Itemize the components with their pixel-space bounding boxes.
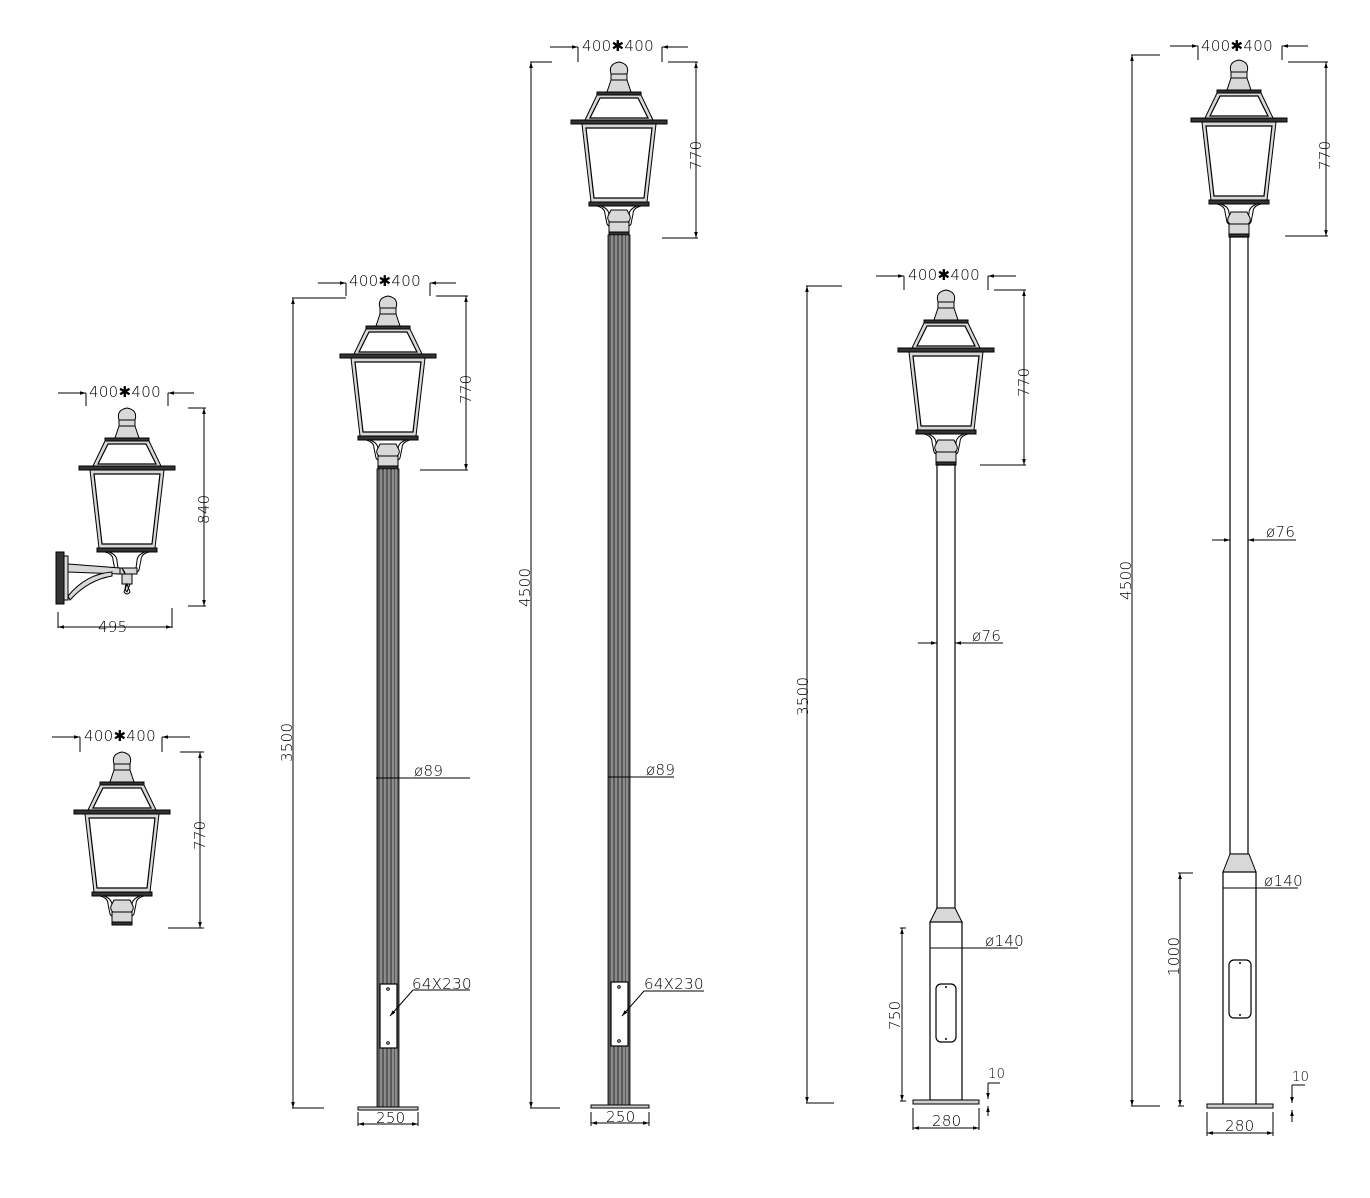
plain-4500-base-diameter-label: ø140 — [1264, 872, 1304, 890]
post-top-head-size-label: 400✱400 — [84, 727, 156, 745]
plain-3500-total-height-label: 3500 — [794, 676, 812, 716]
fluted-3500-door-size-label: 64X230 — [412, 975, 472, 993]
plain-3500-plate-thickness-label: 10 — [988, 1067, 1006, 1082]
wall-lamp-drawing — [55, 391, 206, 629]
plain-3500-base-section-height-label: 750 — [886, 1000, 904, 1030]
plain-4500-plate-width-label: 280 — [1225, 1117, 1255, 1135]
fluted-4500-head-height-label: 770 — [687, 140, 705, 170]
fluted-4500-base-width-label: 250 — [606, 1108, 636, 1126]
wall-lamp-height-label: 840 — [195, 494, 213, 524]
plain-3500-base-diameter-label: ø140 — [985, 932, 1025, 950]
plain-4500-head-height-label: 770 — [1316, 140, 1334, 170]
post-top-height-label: 770 — [191, 820, 209, 850]
plain-3500-pole-diameter-label: ø76 — [972, 627, 1002, 645]
fluted-3500-head-height-label: 770 — [457, 374, 475, 404]
plain-4500-plate-thickness-label: 10 — [1292, 1070, 1310, 1085]
plain-pole-4500-drawing — [1130, 44, 1328, 1136]
fluted-pole-3500-drawing — [291, 281, 470, 1126]
post-top-lamp-drawing — [52, 735, 204, 929]
fluted-3500-pole-diameter-label: ø89 — [414, 762, 444, 780]
fluted-3500-total-height-label: 3500 — [278, 722, 296, 762]
plain-3500-plate-width-label: 280 — [932, 1112, 962, 1130]
fluted-pole-4500-drawing — [529, 45, 704, 1126]
plain-4500-total-height-label: 4500 — [1117, 560, 1135, 600]
fluted-4500-total-height-label: 4500 — [516, 567, 534, 607]
fluted-4500-door-size-label: 64X230 — [644, 975, 704, 993]
fluted-4500-pole-diameter-label: ø89 — [646, 761, 676, 779]
plain-pole-3500-drawing — [805, 274, 1026, 1130]
plain-4500-base-section-height-label: 1000 — [1165, 936, 1183, 976]
plain-4500-head-size-label: 400✱400 — [1201, 37, 1273, 55]
fluted-3500-base-width-label: 250 — [376, 1109, 406, 1127]
plain-3500-head-size-label: 400✱400 — [908, 266, 980, 284]
fluted-3500-head-size-label: 400✱400 — [349, 272, 421, 290]
plain-4500-pole-diameter-label: ø76 — [1266, 523, 1296, 541]
wall-lamp-head-size-label: 400✱400 — [89, 383, 161, 401]
wall-lamp-projection-label: 495 — [98, 618, 128, 636]
fluted-4500-head-size-label: 400✱400 — [582, 37, 654, 55]
plain-3500-head-height-label: 770 — [1015, 367, 1033, 397]
